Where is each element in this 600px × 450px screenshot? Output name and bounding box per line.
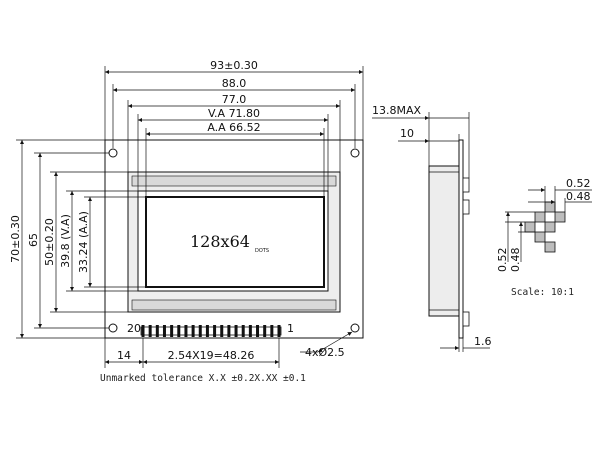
pin-label-right: 1 <box>287 322 294 335</box>
pin-header <box>140 325 282 337</box>
mount-hole-leader <box>317 331 353 353</box>
header-pin <box>155 325 159 337</box>
header-pin <box>205 325 209 337</box>
header-pin <box>241 325 245 337</box>
header-pin <box>162 325 166 337</box>
header-pin <box>198 325 202 337</box>
pin-header-body <box>140 326 282 336</box>
header-pin <box>227 325 231 337</box>
header-pin <box>184 325 188 337</box>
side-component <box>462 177 470 193</box>
mount-hole-icon <box>350 323 360 333</box>
dim-pixel-height: 0.52 <box>496 248 509 273</box>
dim-max-thickness: 13.8MAX <box>372 104 422 117</box>
header-pin <box>141 325 145 337</box>
pixel-block <box>544 241 556 253</box>
detail-scale: Scale: 10:1 <box>511 287 574 298</box>
pixel-block <box>554 211 566 223</box>
display-resolution-label: 128x64 <box>190 232 250 251</box>
side-pin-header <box>462 311 470 327</box>
dim-pixel-width: 0.52 <box>566 177 591 190</box>
pixel-block <box>534 211 546 223</box>
dim-view-area-width: V.A 71.80 <box>208 107 260 120</box>
dim-hole-span: 88.0 <box>222 77 247 90</box>
header-pin <box>277 325 281 337</box>
dim-active-area-width: A.A 66.52 <box>207 121 260 134</box>
dim-bezel-height: 50±0.20 <box>43 218 56 266</box>
front-view: 128x64 DOTS 20 1 93±0.30 88.0 77.0 V.A 7… <box>9 59 364 368</box>
active-area <box>145 196 325 288</box>
pixel-block <box>544 201 556 213</box>
header-pin <box>220 325 224 337</box>
mount-hole-icon <box>350 148 360 158</box>
side-lcd-body <box>428 165 460 317</box>
header-pin <box>191 325 195 337</box>
dim-pixel-pitch-width: 0.48 <box>566 190 591 203</box>
mount-hole-icon <box>108 323 118 333</box>
pixel-block <box>534 231 546 243</box>
dim-hole-span-height: 65 <box>27 233 40 247</box>
dim-view-area-height: 39.8 (V.A) <box>59 214 72 268</box>
header-pin <box>213 325 217 337</box>
header-pin <box>170 325 174 337</box>
header-pin <box>177 325 181 337</box>
header-pin <box>148 325 152 337</box>
dim-pin-offset: 14 <box>117 349 131 362</box>
header-pin <box>248 325 252 337</box>
header-pin <box>256 325 260 337</box>
side-component <box>462 199 470 215</box>
dim-mount-hole: 4xØ2.5 <box>305 346 345 359</box>
pixel-block <box>524 221 536 233</box>
mount-hole-icon <box>108 148 118 158</box>
pin-label-left: 20 <box>127 322 141 335</box>
dim-outline-height: 70±0.30 <box>9 215 22 263</box>
dim-bezel-width: 77.0 <box>222 93 247 106</box>
header-pin <box>234 325 238 337</box>
side-view: 13.8MAX 10 1.6 <box>372 104 492 352</box>
dim-module-thickness: 10 <box>400 127 414 140</box>
dim-pin-pitch: 2.54X19=48.26 <box>168 349 255 362</box>
pixel-block <box>544 221 556 233</box>
dim-active-area-height: 33.24 (A.A) <box>77 211 90 273</box>
dim-outline-width: 93±0.30 <box>210 59 258 72</box>
header-pin <box>270 325 274 337</box>
header-pin <box>263 325 267 337</box>
side-pcb <box>458 139 464 339</box>
dim-pixel-pitch-height: 0.48 <box>509 248 522 273</box>
pcb-outline <box>104 139 364 339</box>
bezel-top-rail <box>131 175 337 187</box>
dim-pcb-thickness: 1.6 <box>474 335 492 348</box>
display-dots-label: DOTS <box>255 248 269 254</box>
pixel-detail-view: 0.52 0.48 0.52 0.48 Scale: 10:1 <box>496 177 592 298</box>
bezel-bottom-rail <box>131 299 337 311</box>
tolerance-note: Unmarked tolerance X.X ±0.2X.XX ±0.1 <box>100 373 306 384</box>
